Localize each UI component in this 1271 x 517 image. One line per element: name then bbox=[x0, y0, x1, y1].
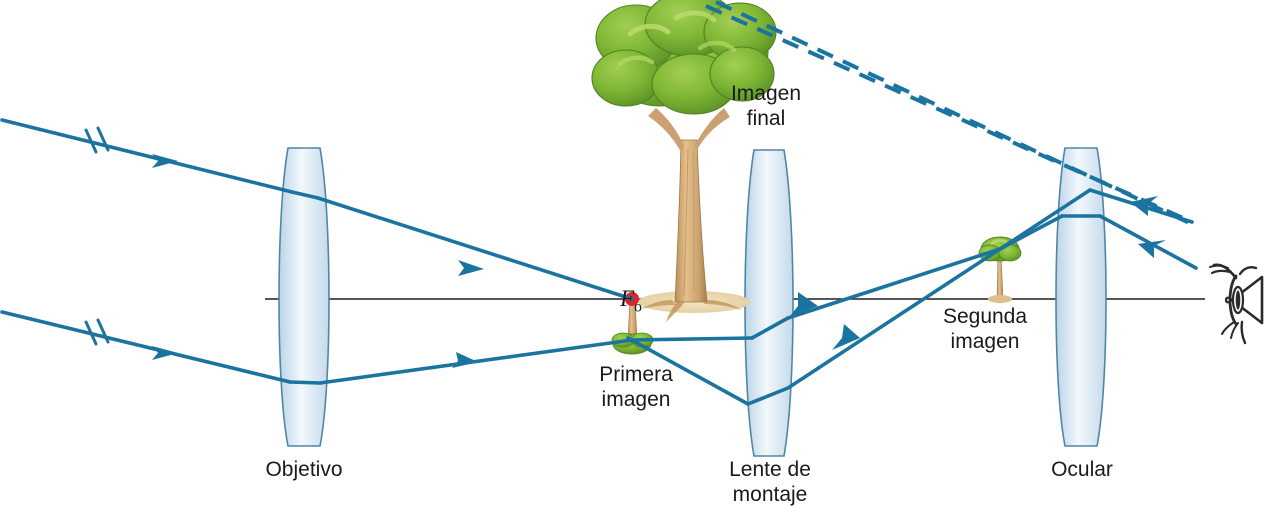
virtual-ray-lower bbox=[715, 0, 1197, 228]
ray-first-to-mounting-upper-arrow bbox=[790, 292, 818, 316]
label-ocular: Ocular bbox=[1051, 458, 1113, 481]
incident-ray-upper-break-mark bbox=[84, 126, 110, 154]
incident-ray-upper-arrow bbox=[152, 154, 484, 276]
label-lente-de-montaje: Lente de montaje bbox=[729, 458, 811, 506]
virtual-ray-upper bbox=[705, 4, 1193, 224]
exit-ray-lower-arrow bbox=[1138, 240, 1166, 258]
exit-ray-upper-arrow bbox=[1130, 196, 1158, 216]
focal-point-subscript: o bbox=[634, 298, 642, 316]
label-segunda-imagen: Segunda imagen bbox=[942, 305, 1028, 353]
label-objetivo: Objetivo bbox=[265, 458, 343, 481]
ray-first-to-mounting-upper bbox=[630, 247, 1002, 342]
focal-point-letter: F bbox=[620, 286, 635, 312]
objective-lens bbox=[278, 147, 330, 447]
incident-ray-lower-arrow bbox=[152, 346, 478, 368]
incident-ray-lower-break-mark bbox=[84, 318, 110, 346]
eyepiece-lens bbox=[1055, 147, 1107, 447]
incident-ray-upper bbox=[0, 118, 634, 301]
ray-first-to-mounting-lower-arrow bbox=[832, 324, 860, 350]
label-imagen-final: Imagen final bbox=[730, 82, 802, 130]
mounting-lens bbox=[744, 149, 794, 457]
observer-eye-icon bbox=[1209, 263, 1264, 345]
label-primera-imagen: Primera imagen bbox=[599, 363, 673, 411]
exit-ray-lower bbox=[998, 214, 1198, 270]
ray-first-to-mounting-lower bbox=[626, 247, 1002, 406]
focal-point-label: Fo bbox=[606, 258, 656, 317]
object-tree bbox=[591, 0, 777, 322]
